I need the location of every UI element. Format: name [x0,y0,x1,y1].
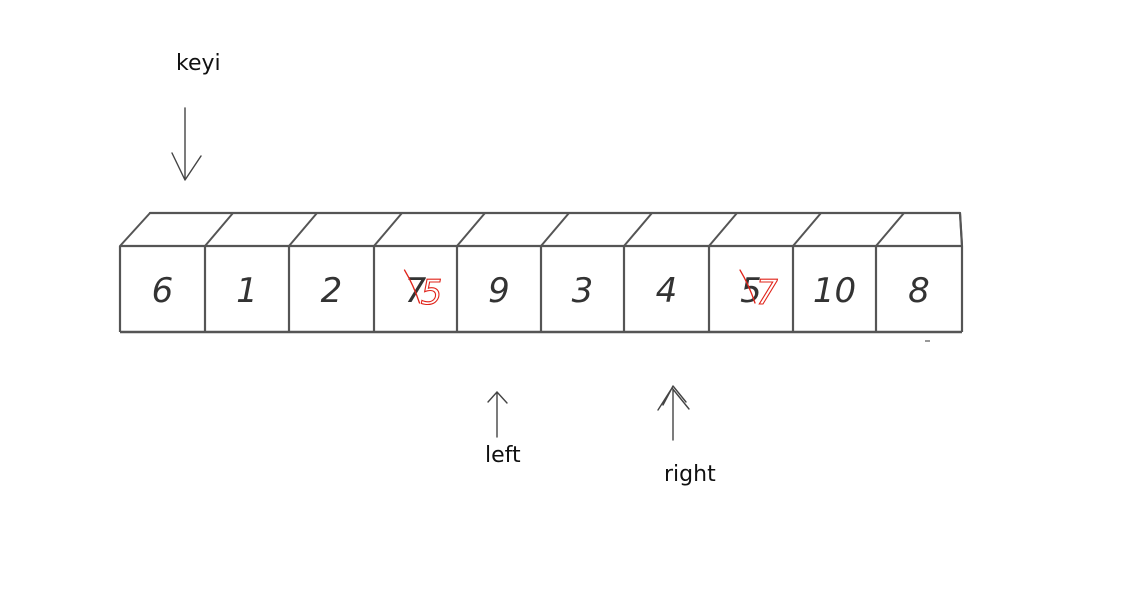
cell-top-slant [456,212,486,247]
cell-value: 9 [488,271,510,311]
cell-top-slant [623,212,653,247]
cell-top-slant [959,212,963,247]
array-cells: 6 1 2 7 9 3 4 5 10 8 [118,211,964,334]
cell-top-slant [875,212,905,247]
cell-value: 8 [908,271,930,311]
new-value: 5 [421,273,443,313]
arrow-up-icon [487,391,508,438]
left-pointer: left [485,391,521,468]
keyi-pointer: keyi [171,51,221,181]
cell-top-slant [204,212,234,247]
cell-value: 1 [236,271,258,311]
cell-value: 6 [152,271,174,311]
keyi-label: keyi [176,51,221,76]
cell-value: 4 [656,271,678,311]
strike-mark [403,269,421,304]
right-label: right [664,462,716,487]
new-value: 7 [756,273,778,313]
cell-top-slant [540,212,570,247]
right-pointer: right [657,385,716,487]
left-label: left [485,443,521,468]
arrow-down-icon [171,107,202,181]
cell-top-slant [373,212,403,247]
cell-top-slant [708,212,738,247]
arrow-up-icon [657,385,690,441]
cell-top-slant [288,212,318,247]
strike-mark [739,269,756,304]
cell-top-slant [792,212,822,247]
cell-top-slant [119,212,151,247]
cell-value: 10 [813,271,856,311]
cell-value: 3 [572,271,594,311]
cell-value: 2 [321,271,343,311]
